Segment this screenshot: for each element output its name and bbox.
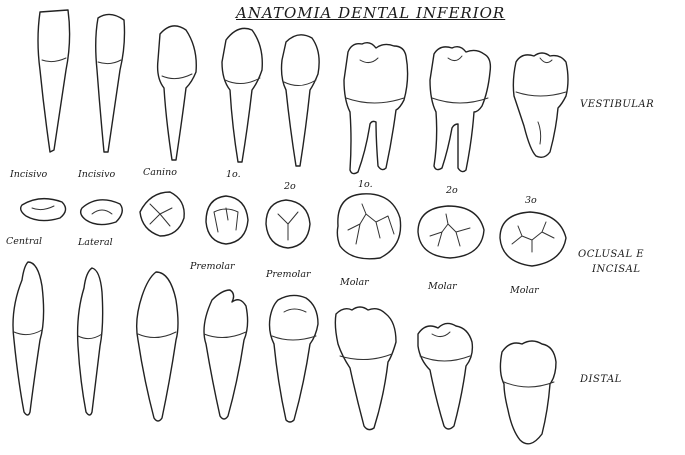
- vestibular-first-premolar: [222, 28, 262, 162]
- vestibular-second-premolar: [282, 35, 320, 166]
- occlusal-first-premolar: [206, 196, 248, 244]
- occlusal-second-premolar: [266, 200, 310, 248]
- vestibular-central-incisor: [38, 10, 70, 152]
- distal-lateral-incisor: [78, 268, 103, 415]
- distal-second-premolar: [270, 295, 319, 422]
- distal-central-incisor: [13, 262, 44, 415]
- distal-first-molar: [335, 307, 396, 430]
- vestibular-canine: [158, 26, 197, 160]
- distal-third-molar: [500, 341, 556, 444]
- vestibular-second-molar: [430, 47, 490, 172]
- distal-second-molar: [418, 323, 472, 429]
- occlusal-lateral-incisor: [81, 200, 123, 225]
- vestibular-first-molar: [344, 43, 408, 174]
- vestibular-third-molar: [513, 53, 568, 157]
- vestibular-lateral-incisor: [96, 14, 125, 152]
- occlusal-canine: [140, 192, 184, 236]
- distal-first-premolar: [204, 290, 248, 419]
- occlusal-central-incisor: [21, 199, 66, 221]
- occlusal-first-molar: [337, 194, 400, 259]
- occlusal-second-molar: [418, 206, 484, 258]
- distal-canine: [137, 272, 178, 421]
- occlusal-third-molar: [500, 212, 566, 266]
